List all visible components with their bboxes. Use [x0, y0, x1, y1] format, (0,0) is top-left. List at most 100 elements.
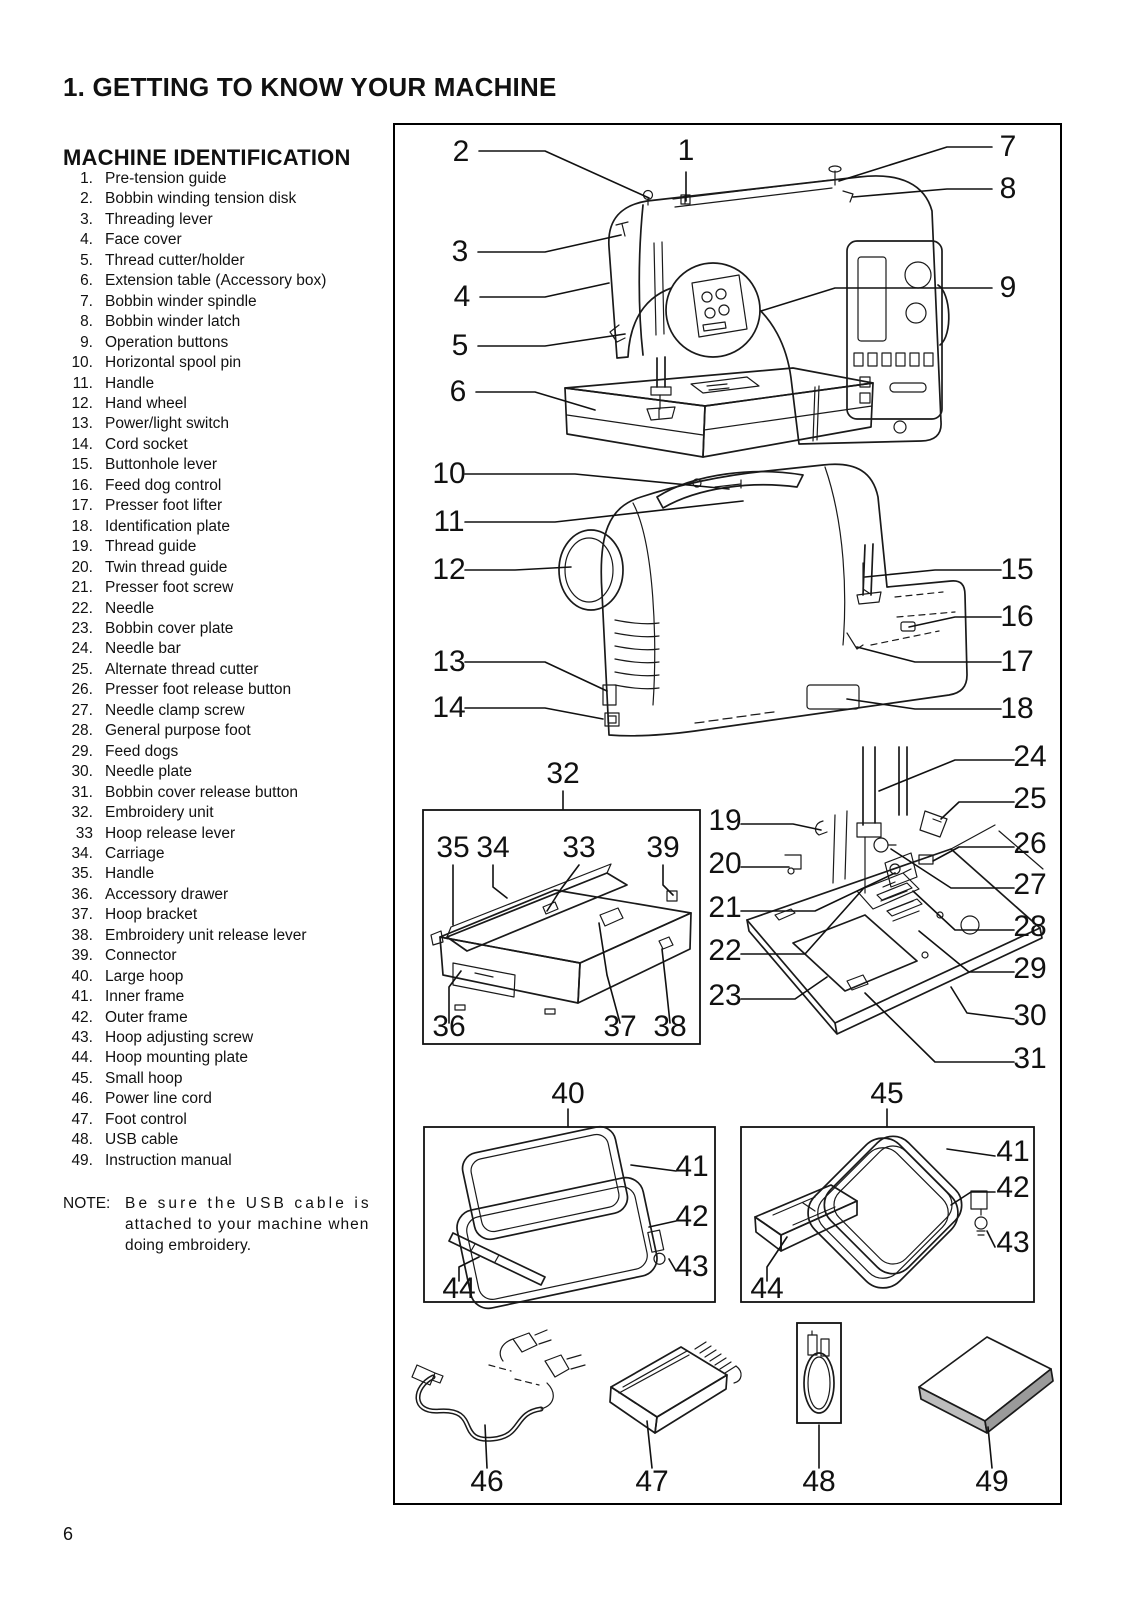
- parts-list-item: 8. Bobbin winder latch: [63, 312, 385, 332]
- callout-36: 36: [432, 1010, 465, 1043]
- part-number: 40.: [71, 967, 93, 985]
- part-label: Handle: [105, 374, 155, 392]
- parts-list-item: 47. Foot control: [63, 1110, 385, 1130]
- parts-list-item: 40. Large hoop: [63, 967, 385, 987]
- accessories-leader-lines: [484, 1420, 993, 1469]
- callout-12: 12: [432, 553, 465, 586]
- part-label: Pre-tension guide: [105, 170, 227, 187]
- parts-list-item: 1. Pre-tension guide: [63, 169, 385, 189]
- callout-7: 7: [1000, 130, 1017, 163]
- diagram-panel: 2 1 7 8 3 4 9 5 6: [393, 123, 1062, 1505]
- parts-list-item: 48. USB cable: [63, 1130, 385, 1150]
- part-label: Presser foot release button: [105, 681, 292, 699]
- parts-list-item: 23. Bobbin cover plate: [63, 619, 385, 639]
- callout-22: 22: [708, 934, 741, 967]
- small-hoop-callouts: 45 41 42 43 44: [750, 1077, 1029, 1305]
- part-number: 39.: [71, 947, 93, 965]
- part-number: 41.: [71, 988, 93, 1006]
- callout-21: 21: [708, 891, 741, 924]
- parts-list-item: 6. Extension table (Accessory box): [63, 271, 385, 291]
- part-number: 12.: [71, 394, 93, 412]
- callout-13: 13: [432, 645, 465, 678]
- callout-19: 19: [708, 804, 741, 837]
- part-number: 32.: [71, 804, 93, 822]
- part-number: 5.: [80, 251, 93, 269]
- part-number: 46.: [71, 1090, 93, 1108]
- page-number: 6: [63, 1524, 74, 1544]
- rear-view-callouts: 10 11 12 13 14 15 16 17 18: [432, 457, 1033, 725]
- part-number: 47.: [71, 1110, 93, 1128]
- part-number: 15.: [71, 456, 93, 474]
- part-number: 7.: [80, 292, 93, 310]
- parts-list-item: 21. Presser foot screw: [63, 578, 385, 598]
- callout-40: 40: [551, 1077, 584, 1110]
- part-label: Cord socket: [105, 435, 188, 453]
- part-number: 26.: [71, 681, 93, 699]
- rear-view-leader-lines: [464, 473, 1002, 720]
- parts-list-item: 36. Accessory drawer: [63, 885, 385, 905]
- part-number: 2.: [80, 190, 93, 208]
- part-number: 4.: [80, 231, 93, 249]
- part-number: 30.: [71, 763, 93, 781]
- part-number: 18.: [71, 517, 93, 535]
- part-number: 14.: [71, 435, 93, 453]
- parts-list-item: 34. Carriage: [63, 844, 385, 864]
- part-label: Needle bar: [105, 640, 181, 658]
- part-number: 22.: [71, 599, 93, 617]
- part-label: Outer frame: [105, 1008, 188, 1026]
- part-number: 19.: [71, 538, 93, 556]
- embroidery-unit-callouts: 32 35 34 33 39 36 37 38: [432, 757, 686, 1043]
- callout-48: 48: [802, 1465, 835, 1498]
- callout-26: 26: [1013, 827, 1046, 860]
- part-label: Thread cutter/holder: [105, 251, 245, 269]
- part-label: Needle plate: [105, 763, 193, 781]
- part-number: 9.: [80, 333, 93, 351]
- front-view-leader-lines: [475, 146, 993, 411]
- part-label: Bobbin winding tension disk: [105, 190, 297, 208]
- note-line: attached to your machine when: [125, 1216, 370, 1233]
- callout-49: 49: [975, 1465, 1008, 1498]
- parts-list-item: 12. Hand wheel: [63, 394, 385, 414]
- note-text: Be sure the USB cable is attached to you…: [125, 1193, 372, 1256]
- callout-44: 44: [750, 1272, 783, 1305]
- part-number: 11.: [72, 374, 93, 392]
- embroidery-unit-leader-lines: [448, 790, 674, 1024]
- callout-10: 10: [432, 457, 465, 490]
- parts-list-item: 29. Feed dogs: [63, 742, 385, 762]
- part-label: Horizontal spool pin: [105, 354, 242, 372]
- callout-15: 15: [1000, 553, 1033, 586]
- part-label: Small hoop: [105, 1069, 183, 1087]
- parts-list-item: 14. Cord socket: [63, 435, 385, 455]
- part-label: Bobbin winder spindle: [105, 292, 257, 310]
- parts-list-item: 49. Instruction manual: [63, 1151, 385, 1171]
- note-label: NOTE:: [63, 1195, 111, 1212]
- parts-list-item: 4. Face cover: [63, 230, 385, 250]
- part-label: Needle: [105, 599, 155, 617]
- callout-41: 41: [675, 1150, 708, 1183]
- parts-list-item: 15. Buttonhole lever: [63, 455, 385, 475]
- page-title: 1. GETTING TO KNOW YOUR MACHINE: [63, 72, 557, 103]
- callout-28: 28: [1013, 910, 1046, 943]
- part-label: Presser foot screw: [105, 579, 234, 597]
- part-label: Operation buttons: [105, 333, 229, 351]
- parts-list-item: 11. Handle: [63, 374, 385, 394]
- part-number: 49.: [71, 1151, 93, 1169]
- part-number: 20.: [71, 558, 93, 576]
- callout-43: 43: [675, 1250, 708, 1283]
- part-number: 10.: [71, 354, 93, 372]
- part-number: 35.: [71, 865, 93, 883]
- parts-list-item: 26. Presser foot release button: [63, 680, 385, 700]
- parts-list-item: 22. Needle: [63, 599, 385, 619]
- note-line: Be sure the USB cable is: [125, 1195, 372, 1212]
- part-number: 37.: [71, 906, 93, 924]
- note-line: doing embroidery.: [125, 1237, 252, 1254]
- part-label: Carriage: [105, 844, 165, 862]
- part-label: Face cover: [105, 231, 182, 249]
- part-number: 23.: [71, 619, 93, 637]
- part-number: 21.: [71, 579, 93, 597]
- parts-list-item: 2. Bobbin winding tension disk: [63, 189, 385, 209]
- callout-34: 34: [476, 831, 509, 864]
- callout-31: 31: [1013, 1042, 1046, 1075]
- callout-1: 1: [678, 134, 695, 167]
